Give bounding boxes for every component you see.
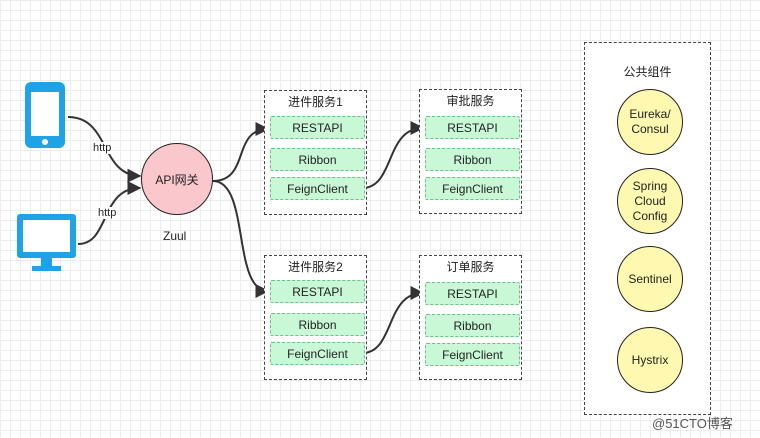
edge-service2-order — [361, 286, 425, 354]
service-box-1: 进件服务1 RESTAPI Ribbon FeignClient — [264, 90, 367, 215]
edge-service1-approval — [361, 121, 425, 189]
panel-title: 公共组件 — [623, 65, 672, 79]
component-ribbon: Ribbon — [270, 313, 365, 336]
api-gateway-node: API网关 — [141, 143, 213, 215]
component-ribbon: Ribbon — [270, 148, 365, 171]
api-gateway-label: API网关 — [155, 172, 199, 187]
component-feignclient: FeignClient — [270, 177, 365, 200]
service-box-2: 进件服务2 RESTAPI Ribbon FeignClient — [264, 255, 367, 380]
component-feignclient: FeignClient — [270, 342, 365, 365]
component-restapi: RESTAPI — [425, 116, 520, 139]
eureka-consul-node: Eureka/ Consul — [617, 89, 683, 155]
gateway-caption: Zuul — [163, 229, 187, 243]
component-ribbon: Ribbon — [425, 148, 520, 171]
service-title: 进件服务1 — [288, 95, 343, 109]
service-box-approval: 审批服务 RESTAPI Ribbon FeignClient — [419, 89, 522, 214]
component-feignclient: FeignClient — [425, 343, 520, 366]
desktop-monitor-icon — [17, 214, 76, 271]
component-ribbon: Ribbon — [425, 314, 520, 337]
http-label-desktop: http — [97, 207, 118, 219]
edge-gateway-service2 — [212, 180, 270, 298]
service-box-order: 订单服务 RESTAPI Ribbon FeignClient — [419, 255, 522, 380]
edge-gateway-service1 — [212, 122, 270, 182]
component-restapi: RESTAPI — [425, 282, 520, 305]
service-title: 进件服务2 — [288, 260, 343, 274]
common-components-panel: 公共组件 Eureka/ Consul Spring Cloud Config … — [584, 42, 711, 415]
service-title: 审批服务 — [446, 94, 495, 108]
hystrix-node: Hystrix — [617, 327, 683, 393]
http-label-phone: http — [92, 142, 113, 154]
service-title: 订单服务 — [446, 260, 495, 274]
watermark: @51CTO博客 — [652, 416, 733, 431]
mobile-phone-icon — [25, 82, 65, 148]
component-feignclient: FeignClient — [425, 177, 520, 200]
sentinel-node: Sentinel — [617, 246, 683, 312]
component-restapi: RESTAPI — [270, 116, 365, 139]
component-restapi: RESTAPI — [270, 280, 365, 303]
spring-cloud-config-node: Spring Cloud Config — [617, 168, 683, 234]
